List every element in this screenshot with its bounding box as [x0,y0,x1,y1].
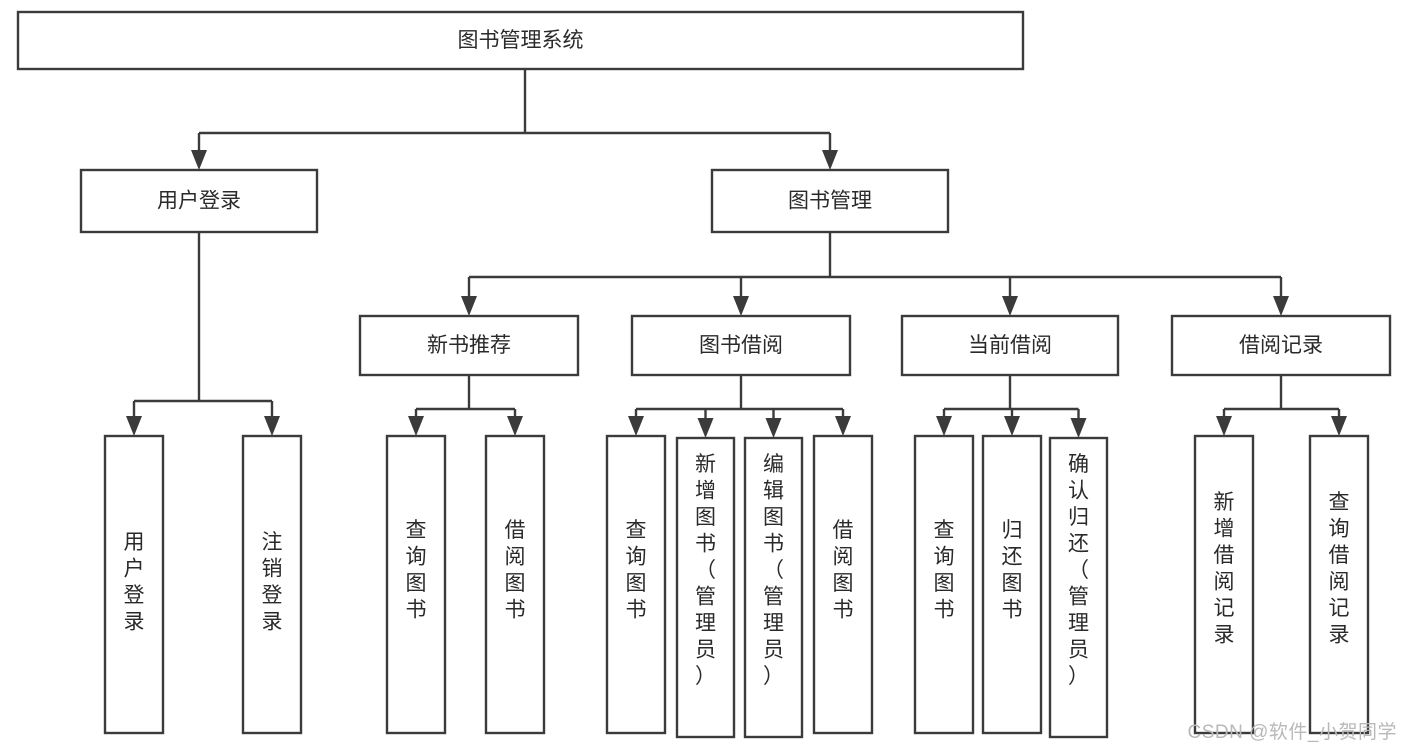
node-label: 借阅图书 [505,519,526,622]
connector-group-new-book-recommend [408,375,523,436]
arrow-head-icon [697,418,714,438]
node-label: 注销登录 [262,531,283,634]
node-box[interactable] [743,436,804,739]
arrow-head-icon [1216,416,1232,436]
arrow-head-icon [461,296,477,316]
node-leaf-add-book[interactable]: 新增图书（管理员） [675,436,736,739]
arrow-head-icon [733,296,749,316]
node-box[interactable] [913,434,975,735]
node-box[interactable] [358,314,580,377]
node-label: 借阅记录 [1239,334,1323,357]
arrow-head-icon [765,418,782,438]
node-book-borrow[interactable]: 图书借阅 [630,314,852,377]
node-leaf-query-book-1[interactable]: 查询图书 [385,434,447,735]
arrow-head-icon [1004,416,1020,436]
node-current-borrow[interactable]: 当前借阅 [900,314,1120,377]
node-label: 新增借阅记录 [1214,491,1235,647]
arrow-head-icon [1273,296,1289,316]
node-leaf-query-book-2[interactable]: 查询图书 [605,434,667,735]
node-box[interactable] [103,434,165,735]
arrow-head-icon [126,416,142,436]
node-box[interactable] [484,434,546,735]
node-layer: 图书管理系统用户登录图书管理新书推荐图书借阅当前借阅借阅记录用户登录注销登录查询… [16,10,1392,739]
node-leaf-edit-book[interactable]: 编辑图书（管理员） [743,436,804,739]
arrow-head-icon [264,416,280,436]
arrow-head-icon [1070,418,1087,438]
connector-layer [126,69,1347,438]
node-box[interactable] [900,314,1120,377]
node-leaf-borrow-book-2[interactable]: 借阅图书 [812,434,874,735]
node-leaf-borrow-book-1[interactable]: 借阅图书 [484,434,546,735]
node-book-manage[interactable]: 图书管理 [710,168,950,234]
node-label: 归还图书 [1002,519,1023,622]
node-label: 借阅图书 [833,519,854,622]
arrow-head-icon [191,150,207,170]
node-leaf-query-book-3[interactable]: 查询图书 [913,434,975,735]
node-label: 查询图书 [626,519,647,622]
node-box[interactable] [1308,434,1370,735]
node-leaf-return-book[interactable]: 归还图书 [981,434,1043,735]
node-label: 用户登录 [157,190,241,213]
arrow-head-icon [1002,296,1018,316]
connector-group-user-login [126,232,280,436]
connector-group-current-borrow [936,375,1087,438]
arrow-head-icon [628,416,644,436]
node-label: 确认归还（管理员） [1068,453,1089,688]
node-label: 查询借阅记录 [1329,491,1350,647]
node-leaf-user-login[interactable]: 用户登录 [103,434,165,735]
arrow-head-icon [1331,416,1347,436]
node-box[interactable] [1170,314,1392,377]
node-box[interactable] [79,168,319,234]
node-label: 图书管理 [788,190,872,213]
node-label: 新增图书（管理员） [695,453,716,688]
arrow-head-icon [936,416,952,436]
node-label: 查询图书 [406,519,427,622]
node-box[interactable] [981,434,1043,735]
node-label: 编辑图书（管理员） [763,453,784,688]
watermark-text: CSDN @软件_小贺同学 [1187,722,1397,743]
node-leaf-add-record[interactable]: 新增借阅记录 [1193,434,1255,735]
arrow-head-icon [507,416,523,436]
node-root[interactable]: 图书管理系统 [16,10,1025,71]
arrow-head-icon [822,150,838,170]
node-box[interactable] [1193,434,1255,735]
node-borrow-record[interactable]: 借阅记录 [1170,314,1392,377]
node-label: 当前借阅 [968,334,1052,357]
connector-group-borrow-record [1216,375,1347,436]
node-box[interactable] [812,434,874,735]
connector-group-book-manage [461,232,1289,316]
node-label: 图书借阅 [699,334,783,357]
node-leaf-query-record[interactable]: 查询借阅记录 [1308,434,1370,735]
node-box[interactable] [241,434,303,735]
arrow-head-icon [835,416,851,436]
node-box[interactable] [385,434,447,735]
node-label: 新书推荐 [427,334,511,357]
node-box[interactable] [16,10,1025,71]
node-label: 图书管理系统 [458,29,584,52]
node-leaf-confirm-return[interactable]: 确认归还（管理员） [1048,436,1109,739]
node-box[interactable] [630,314,852,377]
node-leaf-logout[interactable]: 注销登录 [241,434,303,735]
node-label: 用户登录 [124,531,145,634]
node-box[interactable] [710,168,950,234]
node-box[interactable] [605,434,667,735]
connector-group-root [191,69,838,170]
node-label: 查询图书 [934,519,955,622]
node-user-login[interactable]: 用户登录 [79,168,319,234]
node-box[interactable] [1048,436,1109,739]
connector-group-book-borrow [628,375,851,438]
arrow-head-icon [408,416,424,436]
node-box[interactable] [675,436,736,739]
node-new-book-recommend[interactable]: 新书推荐 [358,314,580,377]
